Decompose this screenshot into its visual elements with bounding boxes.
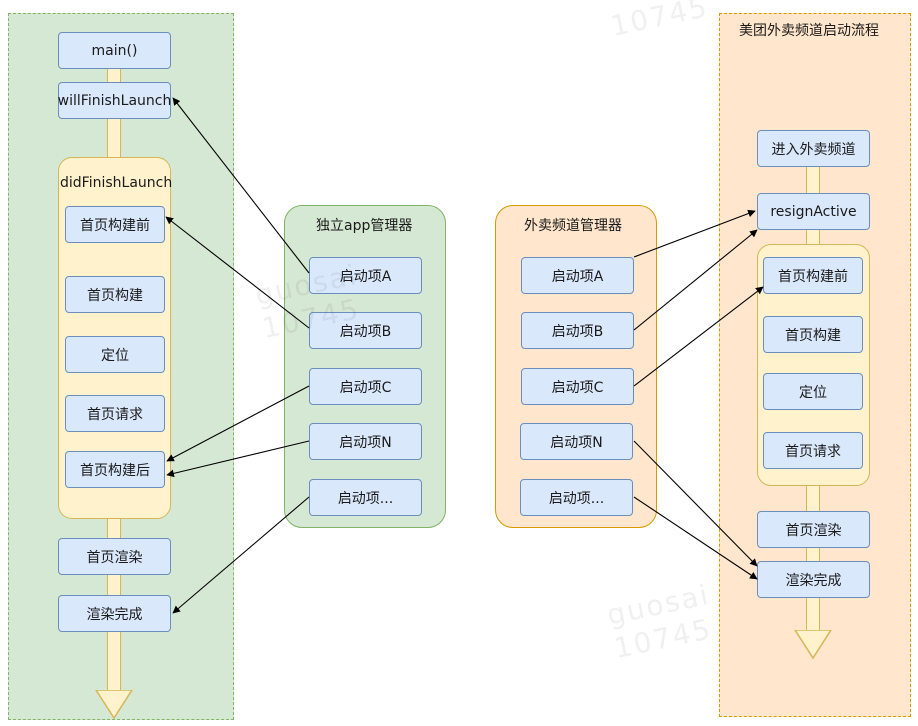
- left-step-request: 首页请求: [65, 395, 165, 432]
- left-step-after-build: 首页构建后: [65, 451, 165, 488]
- left-step-build: 首页构建: [65, 276, 165, 313]
- channel-manager-title: 外卖频道管理器: [524, 218, 622, 234]
- app-startup-item-b: 启动项B: [309, 312, 422, 349]
- right-timeline-arrowhead: [794, 630, 832, 660]
- channel-startup-item-b: 启动项B: [521, 312, 634, 349]
- watermark-top: 10745: [607, 0, 712, 43]
- enter-channel-node: 进入外卖频道: [757, 130, 870, 167]
- channel-startup-item-n: 启动项N: [520, 423, 633, 460]
- app-startup-item-a: 启动项A: [309, 257, 422, 294]
- right-step-request: 首页请求: [763, 432, 863, 469]
- will-finish-launch-node: willFinishLaunch: [58, 82, 171, 119]
- left-step-render-done: 渲染完成: [58, 595, 171, 632]
- left-step-location: 定位: [65, 336, 165, 373]
- right-step-build: 首页构建: [763, 316, 863, 353]
- right-step-render-done: 渲染完成: [757, 561, 870, 598]
- app-startup-item-c: 启动项C: [309, 368, 422, 405]
- app-startup-item-more: 启动项...: [309, 479, 422, 516]
- resign-active-node: resignActive: [757, 193, 870, 230]
- main-node: main(): [58, 32, 171, 69]
- left-step-before-build: 首页构建前: [65, 206, 165, 243]
- channel-startup-item-a: 启动项A: [521, 257, 634, 294]
- app-startup-item-n: 启动项N: [309, 423, 422, 460]
- channel-startup-item-c: 启动项C: [521, 368, 634, 405]
- channel-startup-item-more: 启动项...: [520, 479, 633, 516]
- right-step-before-build: 首页构建前: [763, 257, 863, 294]
- right-lane-title: 美团外卖频道启动流程: [739, 23, 879, 39]
- left-step-render: 首页渲染: [58, 538, 171, 575]
- left-timeline-arrowhead: [95, 690, 133, 720]
- app-manager-title: 独立app管理器: [316, 218, 413, 234]
- right-step-location: 定位: [763, 373, 863, 410]
- did-finish-launch-title: didFinishLaunch: [60, 175, 173, 191]
- right-step-render: 首页渲染: [757, 511, 870, 548]
